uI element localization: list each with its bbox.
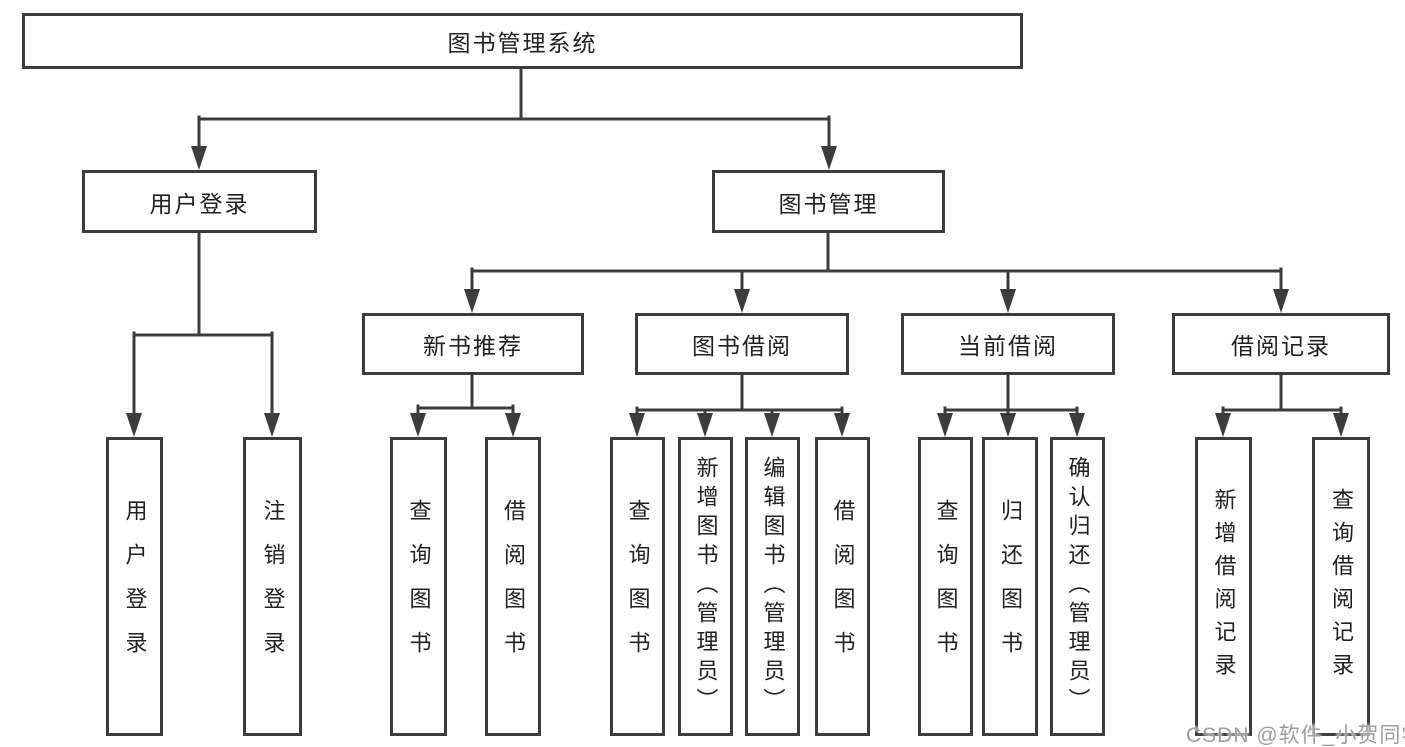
node-label: 用户登录	[149, 190, 250, 217]
node-user-login: 用户登录	[82, 170, 317, 233]
leaf-confirm-return-admin: 确认归还（管理员）	[1050, 437, 1105, 736]
node-label: 确认归还（管理员）	[1065, 456, 1091, 717]
node-label: 图书管理	[778, 190, 879, 217]
watermark: CSDN @软件_小贺同学	[1186, 724, 1405, 747]
leaf-query-books-3: 查询图书	[918, 437, 973, 736]
node-label: 查询图书	[625, 498, 651, 675]
node-new-book-recommendation: 新书推荐	[362, 313, 584, 375]
node-label: 借阅图书	[501, 498, 526, 675]
node-label: 查询图书	[406, 498, 432, 675]
leaf-query-borrow-record: 查询借阅记录	[1312, 437, 1370, 736]
node-label: 当前借阅	[958, 333, 1058, 359]
node-current-borrowing: 当前借阅	[901, 313, 1115, 375]
node-label: 图书管理系统	[447, 30, 598, 56]
node-label: 新增图书（管理员）	[693, 456, 719, 717]
node-label: 借阅图书	[830, 498, 856, 675]
leaf-query-books-2: 查询图书	[610, 437, 665, 736]
leaf-add-books-admin: 新增图书（管理员）	[678, 437, 733, 736]
leaf-return-books: 归还图书	[982, 437, 1038, 736]
node-borrowing-records: 借阅记录	[1172, 313, 1390, 375]
node-label: 新增借阅记录	[1211, 487, 1237, 686]
leaf-add-borrow-record: 新增借阅记录	[1195, 437, 1252, 736]
node-label: 图书借阅	[692, 333, 792, 359]
node-label: 编辑图书（管理员）	[760, 456, 786, 717]
leaf-borrow-books-2: 借阅图书	[815, 437, 870, 736]
node-label: 注销登录	[260, 498, 286, 675]
node-label: 新书推荐	[423, 333, 523, 359]
node-library-management-system: 图书管理系统	[22, 13, 1023, 69]
node-label: 查询图书	[933, 498, 959, 675]
node-label: 借阅记录	[1231, 333, 1331, 359]
leaf-edit-books-admin: 编辑图书（管理员）	[745, 437, 800, 736]
leaf-borrow-books-1: 借阅图书	[485, 437, 541, 736]
leaf-user-login: 用户登录	[106, 437, 163, 736]
leaf-logout: 注销登录	[243, 437, 302, 736]
node-book-borrowing: 图书借阅	[635, 313, 849, 375]
node-label: 用户登录	[122, 498, 148, 675]
node-label: 归还图书	[998, 498, 1023, 675]
node-book-management: 图书管理	[712, 170, 945, 233]
leaf-query-books-1: 查询图书	[390, 437, 447, 736]
node-label: 查询借阅记录	[1329, 487, 1354, 686]
